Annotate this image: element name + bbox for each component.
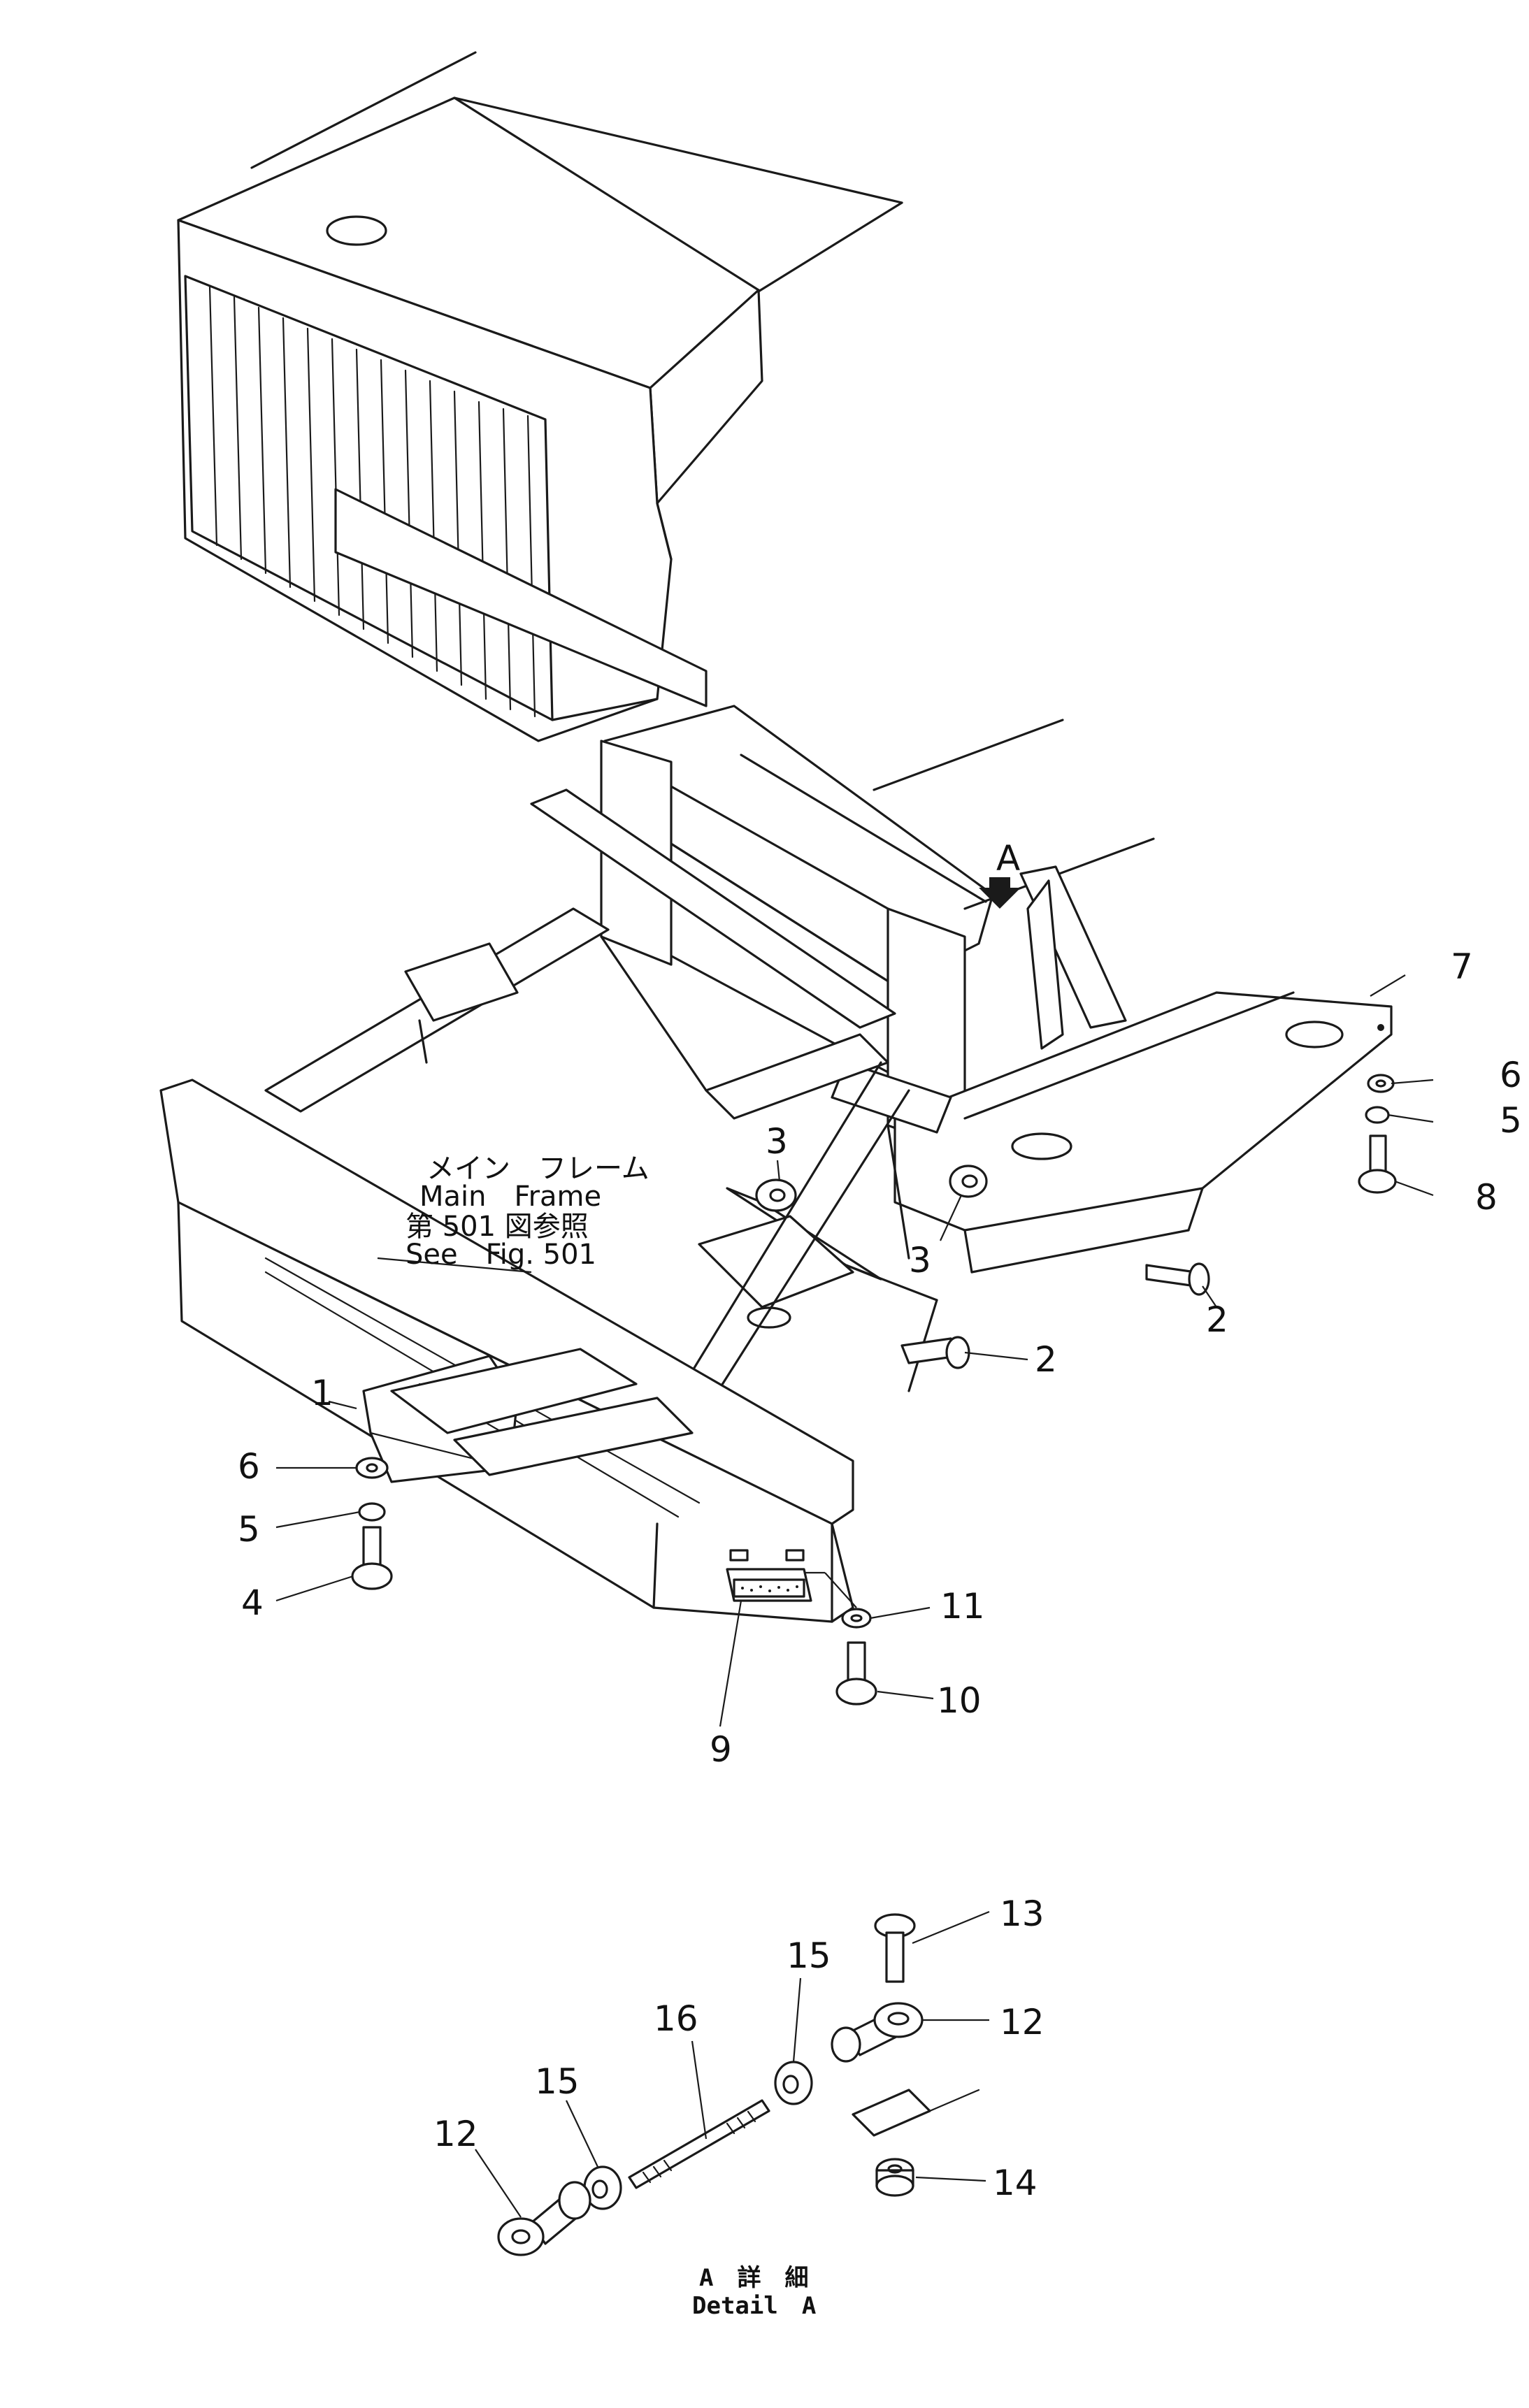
callout-3-right: 3 [909, 1240, 931, 1281]
detail-a-caption: A 詳 細 Detail A [692, 2264, 816, 2320]
main-frame-reference-note: メイン フレーム Main Frame 第 501 図参照 See Fig. 5… [405, 1153, 649, 1271]
bolt-2b-icon [1145, 1262, 1210, 1296]
callout-12-left: 12 [433, 2114, 478, 2154]
callout-12-right: 12 [1000, 2002, 1045, 2042]
callout-11: 11 [940, 1586, 985, 1627]
callout-2-right: 2 [1206, 1299, 1228, 1340]
callout-2-center: 2 [1035, 1339, 1057, 1380]
callout-6-right: 6 [1500, 1055, 1522, 1095]
callout-7: 7 [1451, 946, 1473, 987]
nut-15b-icon [774, 2061, 813, 2105]
callout-13: 13 [1000, 1894, 1045, 1934]
detail-caption-jp: A 詳 細 [699, 2264, 808, 2292]
callout-5-left: 5 [238, 1509, 260, 1550]
callout-3-center: 3 [766, 1121, 788, 1162]
nut-3a-icon [755, 1178, 797, 1212]
note-line-jp: メイン フレーム [426, 1153, 649, 1185]
bolt-10-icon [835, 1641, 877, 1706]
bolt-4-icon [351, 1526, 393, 1590]
lockwasher-5-left-icon [358, 1502, 386, 1522]
lockwasher-5-right-icon [1365, 1106, 1390, 1124]
callout-16: 16 [654, 1998, 698, 2039]
callout-8: 8 [1475, 1177, 1498, 1218]
radiator-grille [208, 285, 536, 718]
detail-caption-en: Detail A [692, 2292, 816, 2320]
callout-4: 4 [241, 1582, 264, 1623]
callout-5-right: 5 [1500, 1100, 1522, 1141]
hook-pad-texture [741, 1585, 798, 1592]
nut-3b-icon [949, 1165, 988, 1198]
bolt-8-icon [1358, 1134, 1397, 1194]
callout-1: 1 [311, 1373, 333, 1413]
nut-14-icon [875, 2158, 914, 2197]
note-fig-jp: 第 501 図参照 [405, 1211, 589, 1243]
rod-end-12a-icon [497, 2181, 591, 2256]
callout-numbers: 1 2 2 3 3 4 5 5 6 6 7 8 9 10 11 12 12 13… [238, 946, 1522, 2203]
rod-end-12b-icon [831, 2002, 924, 2063]
bolt-13-icon [874, 1913, 916, 1983]
rod-thread [642, 2110, 756, 2184]
view-marker-a: A [996, 838, 1020, 879]
washer-6-right-icon [1367, 1074, 1395, 1093]
detail-a-assembly [497, 1913, 980, 2256]
callout-10: 10 [937, 1680, 982, 1721]
hardware-upper [351, 1074, 1397, 1706]
bolt-2a-icon [900, 1336, 970, 1369]
callout-14: 14 [993, 2163, 1038, 2203]
callout-6-left: 6 [238, 1446, 260, 1487]
main-frame [264, 488, 1393, 1455]
washer-11-icon [841, 1608, 872, 1629]
washer-6-left-icon [355, 1457, 389, 1479]
front-bumper-assembly [159, 1079, 854, 1623]
callout-9: 9 [710, 1729, 732, 1770]
callout-15-right: 15 [787, 1935, 831, 1976]
leader-lines [275, 974, 1434, 2218]
note-fig-en: See Fig. 501 [405, 1239, 596, 1271]
note-line-en: Main Frame [419, 1181, 601, 1213]
callout-15-left: 15 [535, 2061, 580, 2102]
